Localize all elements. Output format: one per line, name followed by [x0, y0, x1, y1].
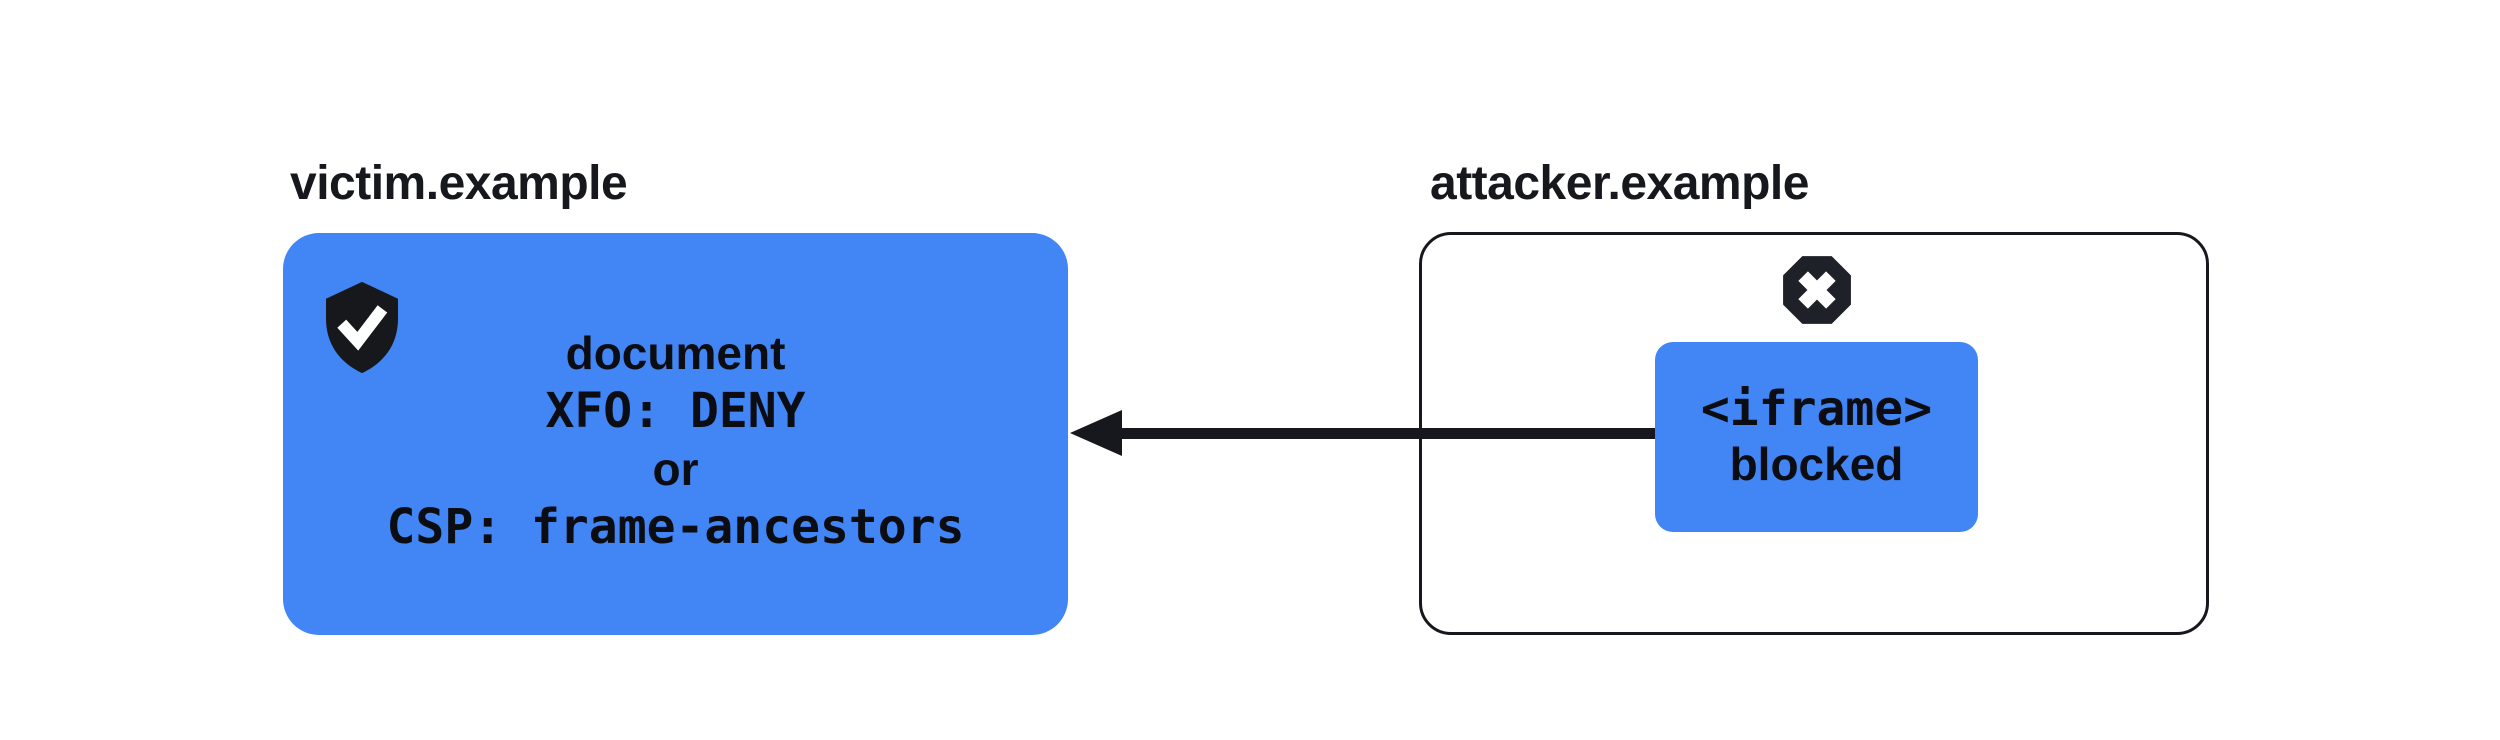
iframe-blocked-label: blocked — [1729, 438, 1904, 490]
arrow-head-left — [1070, 410, 1122, 456]
iframe-tag-label: <iframe> — [1700, 381, 1933, 437]
victim-line-csp-frame-ancestors: CSP: frame-ancestors — [386, 499, 965, 555]
victim-line-document: document — [565, 327, 786, 379]
victim-line-xfo-deny: XFO: DENY — [545, 383, 806, 439]
blocked-x-octagon-icon — [1780, 253, 1854, 327]
attacker-site-title: attacker.example — [1430, 157, 1809, 210]
victim-box-text: document XFO: DENY or CSP: frame-ancesto… — [283, 233, 1068, 635]
iframe-blocked-box: <iframe> blocked — [1655, 342, 1978, 532]
arrow-shaft — [1115, 428, 1655, 439]
victim-site-title: victim.example — [290, 157, 628, 210]
victim-line-or: or — [652, 443, 699, 495]
victim-document-box: document XFO: DENY or CSP: frame-ancesto… — [283, 233, 1068, 635]
shield-check-icon — [323, 279, 401, 376]
